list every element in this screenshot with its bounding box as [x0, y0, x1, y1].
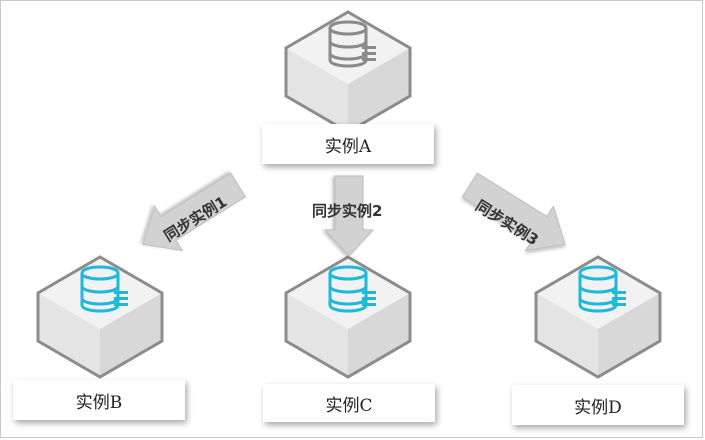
cube-node-b [36, 255, 164, 379]
cube-node-a [284, 10, 412, 134]
node-label-c: 实例C [263, 384, 435, 422]
database-icon [328, 20, 376, 68]
database-icon [80, 265, 128, 313]
node-label-d: 实例D [512, 385, 684, 425]
database-icon [578, 265, 626, 313]
cube-node-d [534, 255, 662, 379]
node-label-b: 实例B [13, 380, 185, 420]
node-label-a: 实例A [262, 124, 434, 164]
cube-node-c [284, 255, 412, 379]
sync-arrow-2 [323, 175, 375, 257]
edge-label-2: 同步实例2 [312, 202, 383, 220]
sync-arrow-3 [461, 172, 566, 252]
sync-arrow-1 [142, 172, 247, 252]
database-icon [328, 265, 376, 313]
